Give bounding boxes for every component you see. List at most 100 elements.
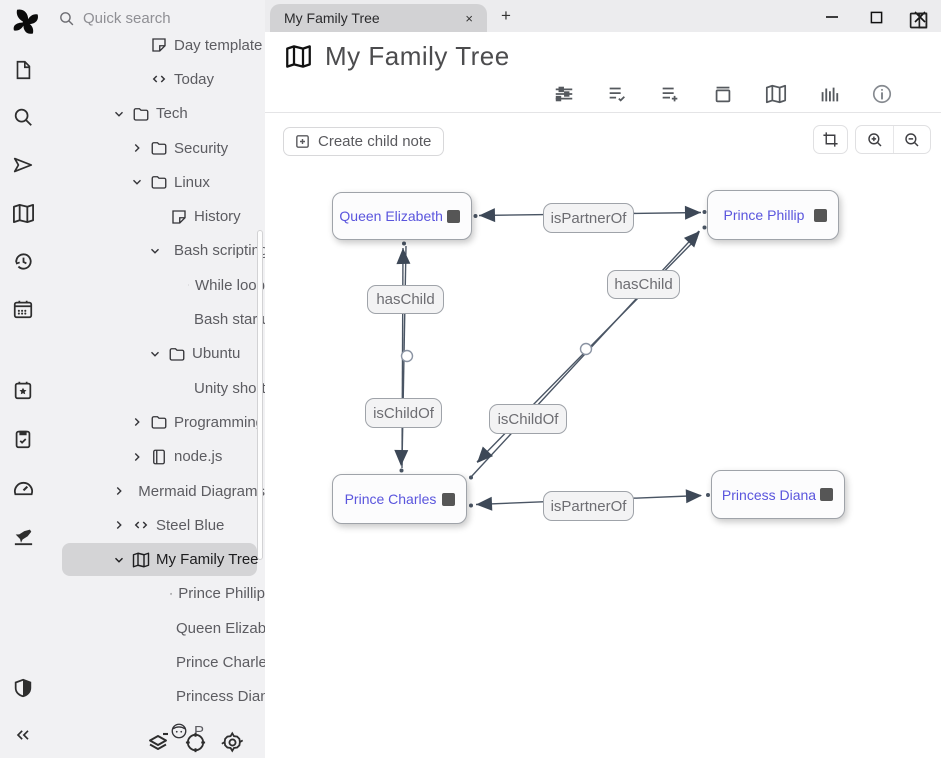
relation-edges xyxy=(394,205,710,511)
create-child-note-button[interactable]: Create child note xyxy=(283,127,445,156)
chevron-right-icon[interactable] xyxy=(112,518,126,532)
new-tab-button[interactable]: + xyxy=(501,6,511,25)
ribbon-bar xyxy=(265,76,941,112)
tree-item[interactable]: Queen Elizabeth xyxy=(46,611,265,645)
new-note-icon[interactable] xyxy=(11,58,35,82)
map-node-queen-elizabeth[interactable]: Queen Elizabeth II xyxy=(332,192,472,240)
inherited-attributes-icon[interactable] xyxy=(656,80,684,108)
relation-label[interactable]: hasChild xyxy=(367,285,444,314)
scroll-to-active-icon[interactable] xyxy=(184,731,207,754)
chevron-right-icon[interactable] xyxy=(130,141,144,155)
zoom-in-button[interactable] xyxy=(856,126,893,153)
tree-item[interactable]: Programming xyxy=(46,405,265,439)
tab-my-family-tree[interactable]: My Family Tree × xyxy=(270,4,487,32)
search-icon[interactable] xyxy=(11,105,35,129)
chevron-down-icon[interactable] xyxy=(130,175,144,189)
tree-item[interactable]: Prince Charles xyxy=(46,645,265,679)
tree-scrollbar[interactable] xyxy=(257,230,263,560)
relation-label[interactable]: isChildOf xyxy=(365,398,442,428)
relation-label[interactable]: hasChild xyxy=(607,270,680,299)
tree-item[interactable]: Bash scripting xyxy=(46,234,265,268)
quick-search[interactable]: Quick search xyxy=(46,0,265,36)
minimize-button[interactable] xyxy=(819,6,845,28)
tree-item[interactable]: Tech xyxy=(46,97,265,131)
folder-icon xyxy=(151,142,167,155)
tree-item[interactable]: node.js xyxy=(46,440,265,474)
tree-item[interactable]: While loop xyxy=(188,276,265,294)
code-icon xyxy=(152,75,166,83)
node-connector-handle[interactable] xyxy=(442,492,455,506)
tree-item[interactable]: Security xyxy=(46,131,265,165)
tree-item[interactable]: Prince Phillip xyxy=(46,577,265,611)
map-view-buttons xyxy=(813,125,931,154)
note-icon xyxy=(188,284,189,286)
tree-item-selected[interactable]: My Family Tree xyxy=(46,542,265,577)
code-icon xyxy=(134,521,148,529)
tree-item[interactable]: History xyxy=(46,199,265,233)
bookmarks-icon[interactable] xyxy=(11,378,35,402)
calendar-icon[interactable] xyxy=(11,297,35,321)
node-connector-handle[interactable] xyxy=(814,208,827,222)
note-map-ribbon-icon[interactable] xyxy=(762,80,790,108)
tree-item[interactable]: Ubuntu xyxy=(46,337,265,371)
relation-label[interactable]: isPartnerOf xyxy=(543,491,634,521)
chevron-down-icon[interactable] xyxy=(148,347,162,361)
chevron-down-icon[interactable] xyxy=(148,244,162,258)
map-icon xyxy=(132,552,150,568)
tree-item[interactable]: Steel Blue xyxy=(46,508,265,542)
launcher-bar xyxy=(0,0,46,758)
maximize-button[interactable] xyxy=(863,6,889,28)
map-node-prince-charles[interactable]: Prince Charles xyxy=(332,474,467,524)
note-title[interactable]: My Family Tree xyxy=(325,40,510,71)
map-node-prince-phillip[interactable]: Prince Phillip xyxy=(707,190,839,240)
jump-to-icon[interactable] xyxy=(11,153,35,177)
reset-pan-zoom-button[interactable] xyxy=(813,125,848,154)
tree-item[interactable]: Linux xyxy=(46,165,265,199)
chevron-down-icon[interactable] xyxy=(112,107,126,121)
note-plus-icon xyxy=(296,135,309,148)
trilium-logo-icon[interactable] xyxy=(6,4,44,44)
chevron-right-icon[interactable] xyxy=(130,415,144,429)
note-tree-panel: Quick search Day template Today Tech Sec… xyxy=(46,0,265,758)
tab-title: My Family Tree xyxy=(284,10,380,26)
similar-notes-icon[interactable] xyxy=(815,80,843,108)
tab-bar: My Family Tree × + xyxy=(265,0,941,32)
tree-item[interactable]: Day template xyxy=(46,28,265,62)
chevron-down-icon[interactable] xyxy=(112,553,126,567)
tree-item[interactable]: Mermaid Diagrams xyxy=(46,474,265,508)
tree-item[interactable]: Bash startu xyxy=(46,302,265,336)
dashboard-icon[interactable] xyxy=(11,476,35,500)
chevron-right-icon[interactable] xyxy=(112,484,126,498)
note-paths-icon[interactable] xyxy=(709,80,737,108)
collapse-tree-icon[interactable] xyxy=(11,723,35,747)
map-node-princess-diana[interactable]: Princess Diana xyxy=(711,470,845,519)
note-map-icon[interactable] xyxy=(11,201,35,225)
note-type-map-icon xyxy=(286,44,311,68)
relation-label[interactable]: isChildOf xyxy=(489,404,567,434)
protected-session-icon[interactable] xyxy=(11,676,35,700)
folder-icon xyxy=(151,176,167,190)
node-connector-handle[interactable] xyxy=(447,209,460,223)
zoom-out-button[interactable] xyxy=(893,126,930,153)
tree-item[interactable]: Today xyxy=(46,62,265,96)
basic-properties-icon[interactable] xyxy=(550,80,578,108)
travel-icon[interactable] xyxy=(11,524,35,548)
settings-gear-icon[interactable] xyxy=(221,731,244,754)
task-list-icon[interactable] xyxy=(11,427,35,451)
tree-item[interactable]: P xyxy=(46,714,265,748)
tab-close-icon[interactable]: × xyxy=(465,10,473,26)
tree-item[interactable]: Princess Diana xyxy=(46,680,265,714)
layers-icon[interactable] xyxy=(146,730,170,754)
owned-attributes-icon[interactable] xyxy=(603,80,631,108)
relation-label[interactable]: isPartnerOf xyxy=(543,203,634,233)
recent-changes-icon[interactable] xyxy=(11,249,35,273)
note-info-icon[interactable] xyxy=(868,80,896,108)
node-connector-handle[interactable] xyxy=(820,488,833,501)
chevron-right-icon[interactable] xyxy=(130,450,144,464)
tree-item[interactable]: Unity short xyxy=(46,371,265,405)
main-panel: My Family Tree × + My Family Tree xyxy=(265,0,941,758)
book-icon xyxy=(153,449,165,465)
create-split-icon[interactable] xyxy=(908,10,929,36)
note-title-row: My Family Tree xyxy=(265,36,941,76)
note-icon xyxy=(152,38,166,52)
